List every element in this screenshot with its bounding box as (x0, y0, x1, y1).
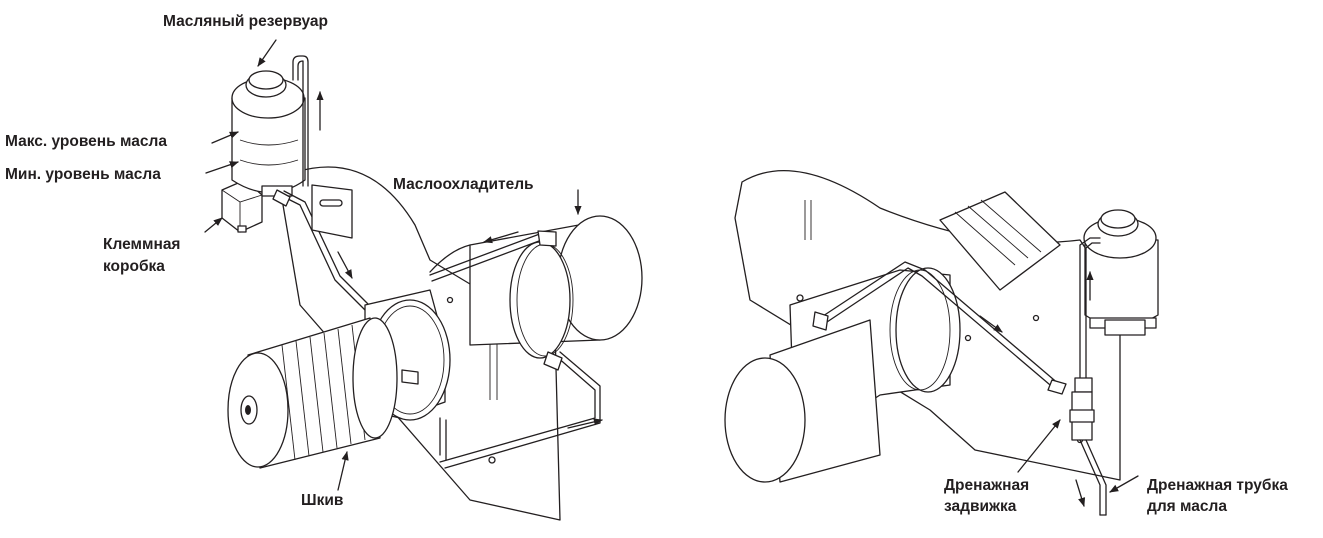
right-oil-reservoir (1083, 209, 1159, 336)
right-drain-assembly (1047, 377, 1107, 516)
label-terminal-box-line2: коробка (103, 258, 165, 275)
label-drain-valve-line1: Дренажная (944, 477, 1030, 494)
label-pulley: Шкив (301, 492, 344, 509)
label-terminal-box-line1: Клеммная (103, 236, 181, 253)
label-oil-cooler: Маслоохладитель (393, 176, 534, 193)
left-pulley (227, 317, 398, 469)
left-oil-cooler (429, 215, 643, 359)
left-oil-reservoir (231, 70, 306, 197)
right-assembly (724, 170, 1159, 516)
label-drain-tube-line2: для масла (1147, 498, 1228, 515)
label-drain-tube-line1: Дренажная трубка (1147, 477, 1288, 494)
label-min-oil-level: Мин. уровень масла (5, 166, 161, 183)
label-max-oil-level: Макс. уровень масла (5, 133, 167, 150)
leader-arrows (204, 39, 1139, 493)
left-assembly (221, 55, 643, 521)
label-drain-valve-line2: задвижка (944, 498, 1017, 515)
label-oil-reservoir: Масляный резервуар (163, 13, 328, 30)
